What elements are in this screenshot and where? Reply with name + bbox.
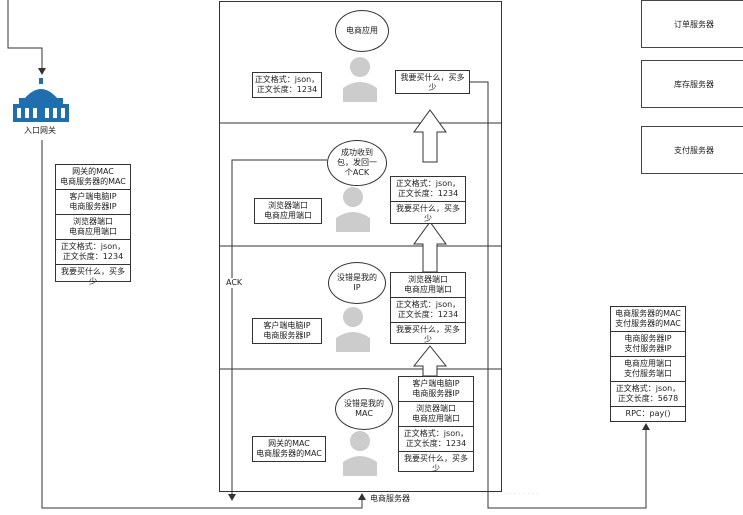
svg-text:· · · · · · · ·: · · · · · · · ·: [505, 490, 538, 498]
incoming-line: [7, 0, 46, 75]
packet-cell: 浏览器端口 电商应用端口: [399, 402, 473, 427]
packet-cell: 电商应用端口 支付服务端口: [611, 357, 685, 382]
inventory-server: 库存服务器: [641, 60, 743, 108]
ack-line: [228, 159, 327, 501]
up-arrow-2: [413, 221, 447, 273]
up-arrow-3: [413, 109, 447, 163]
gateway-icon: [11, 78, 71, 124]
packet-cell: 我要买什么，买多 少: [396, 325, 460, 344]
payment-server: 支付服务器: [641, 126, 743, 174]
packet-cell: 网关的MAC 电商服务器的MAC: [56, 165, 130, 190]
link-side-label: 网关的MAC 电商服务器的MAC: [252, 436, 326, 462]
app-speech-bubble: 电商应用: [335, 10, 389, 52]
packet-cell: RPC：pay(): [625, 409, 671, 418]
ecommerce-server-label: 电商服务器: [370, 494, 410, 503]
packet-cell: 我要买什么，买多 少: [61, 267, 125, 286]
up-arrow-1: [412, 345, 448, 377]
packet-cell: 电商服务器的MAC 支付服务器的MAC: [611, 307, 685, 332]
packet-cell: 正文格式：json， 正文长度：1234: [391, 177, 465, 202]
person-icon: [343, 56, 377, 104]
order-server: 订单服务器: [641, 0, 743, 48]
packet-cell: 正文格式：json， 正文长度：1234: [391, 298, 465, 323]
app-side-label: 正文格式：json， 正文长度：1234: [252, 72, 322, 98]
transport-side-label: 浏览器端口 电商应用端口: [254, 198, 322, 224]
packet-cell: 电商服务器IP 支付服务器IP: [611, 332, 685, 357]
link-speech-bubble: 没错是我的 MAC: [335, 388, 393, 430]
packet-cell: 正文格式：json， 正文长度：1234: [399, 427, 473, 452]
transport-packet: 正文格式：json， 正文长度：1234 我要买什么，买多 少: [390, 176, 466, 224]
person-icon: [336, 186, 370, 234]
network-speech-bubble: 没错是我的 IP: [328, 262, 386, 304]
packet-cell: 我要买什么，买多 少: [396, 204, 460, 223]
person-icon: [343, 430, 377, 478]
packet-cell: 客户端电脑IP 电商服务器IP: [56, 190, 130, 215]
gateway-to-server-line: [41, 140, 366, 509]
packet-cell: 浏览器端口 电商应用端口: [56, 215, 130, 240]
ecommerce-server-frame: [219, 1, 502, 492]
network-side-label: 客户端电脑IP 电商服务器IP: [252, 318, 322, 344]
packet-cell: 正文格式：json， 正文长度：1234: [56, 240, 130, 265]
person-icon: [336, 306, 370, 354]
packet-cell: 我要买什么，买多 少: [404, 454, 468, 473]
app-packet: 我要买什么，买多 少: [395, 70, 470, 94]
server-to-rpc-line: [470, 81, 650, 509]
packet-cell: 客户端电脑IP 电商服务器IP: [399, 377, 473, 402]
network-packet: 浏览器端口 电商应用端口正文格式：json， 正文长度：1234 我要买什么，买多…: [390, 272, 466, 344]
gateway-label: 入口网关: [24, 126, 56, 135]
packet-cell: 正文格式：json， 正文长度：5678: [611, 382, 685, 407]
ack-label: ACK: [226, 278, 243, 288]
transport-speech-bubble: 成功收到 包，发回一 个ACK: [327, 140, 387, 186]
packet-cell: 浏览器端口 电商应用端口: [391, 273, 465, 298]
packet-cell: 我要买什么，买多 少: [400, 73, 465, 92]
